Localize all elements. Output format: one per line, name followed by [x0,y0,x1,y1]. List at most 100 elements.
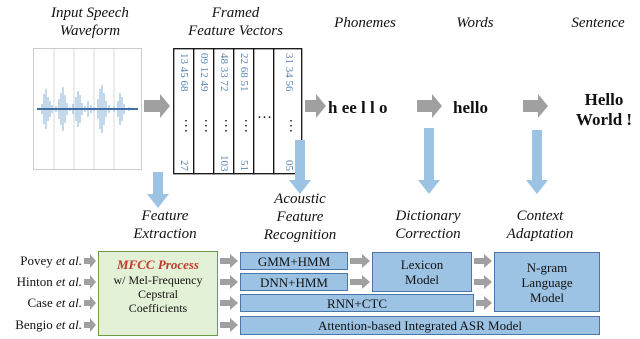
frame-col-2-top: 09 12 49 [198,53,210,92]
waveform-image [33,48,142,170]
stage-sentence-line1: Hello [584,90,624,109]
ngram-language-model-box: N-gram Language Model [494,252,600,312]
frame-col-4: 22 68 51 [238,53,250,92]
step-acoustic-line1: Acoustic [274,191,326,207]
header-words: Words [456,15,494,31]
ngram-line2: Language [521,274,573,290]
step-acoustic-line3: Recognition [263,227,337,243]
frame-ellipsis: … [257,106,272,122]
ngram-line3: Model [530,289,564,305]
frame-col-1-dots: ⋮ [179,119,193,134]
mfcc-process-box: MFCC Process w/ Mel-Frequency Cepstral C… [98,251,218,336]
step-acoustic: Acoustic Feature Recognition [255,190,345,244]
arrow-right-icon [220,296,238,310]
step-dictionary-line1: Dictionary [395,208,461,224]
framed-feature-vectors: 13 45 68 ⋮ 27 09 12 49 ⋮ 48 33 72 ⋮ 103 … [173,48,303,175]
author-hinton: Hinton et al. [0,274,82,290]
stage-sentence-line2: World ! [575,110,633,129]
header-framed: Framed Feature Vectors [168,4,303,40]
frames-border-icon [173,48,303,175]
mfcc-line2: Cepstral [138,287,178,301]
lexicon-line2: Model [405,272,439,287]
stage-words: hello [453,98,488,117]
header-waveform-line1: Input Speech [51,5,129,21]
frame-col-3-bottom: 103 [218,155,230,172]
frame-col-3: 48 33 72 [218,53,230,92]
arrow-right-icon [474,254,492,268]
frame-col-3-top: 48 33 72 [218,53,230,92]
gmm-hmm-box: GMM+HMM [240,252,348,270]
author-name: Povey [20,253,53,268]
mfcc-arrow-icons [220,254,238,332]
step-dictionary: Dictionary Correction [378,207,478,243]
header-phonemes: Phonemes [334,15,396,31]
step-feature-extraction: Feature Extraction [120,207,210,243]
step-feature-extraction-line1: Feature [141,208,189,224]
arrow-right-icon [84,318,96,332]
mfcc-title: MFCC Process [117,257,199,272]
stage-sentence: Hello World ! [570,90,638,130]
arrow-right-icon [144,94,170,118]
ngram-line1: N-gram [526,259,568,275]
frame-col-1: 13 45 68 [178,53,190,92]
arrow-right-icon [474,275,492,289]
step-context: Context Adaptation [495,207,585,243]
waveform-icon [37,49,138,169]
arrow-down-icon [147,172,169,208]
frame-col-4-dots: ⋮ [239,119,253,134]
arrow-right-icon [417,94,442,118]
frame-col-last-bottom: 05 [283,160,295,171]
step-feature-extraction-line2: Extraction [133,226,197,242]
lexicon-model-box: Lexicon Model [372,252,472,292]
arrow-down-icon [289,140,311,194]
arrow-right-icon [523,94,548,118]
author-etal: et al. [56,274,82,289]
rnn-ctc-box: RNN+CTC [240,294,474,312]
author-name: Hinton [16,274,53,289]
mfcc-line3: Coefficients [128,301,188,315]
arrow-right-icon [350,254,370,268]
frame-col-4-bottom: 51 [238,160,250,171]
step-context-line2: Adaptation [506,226,574,242]
author-bengio: Bengio et al. [0,317,82,333]
author-etal: et al. [56,295,82,310]
author-case: Case et al. [0,295,82,311]
model-arrow-icons [350,254,492,310]
frame-col-3-dots: ⋮ [219,119,233,134]
arrow-down-icon [418,128,440,194]
arrow-right-icon [220,318,238,332]
frame-col-last-dots: ⋮ [284,119,298,134]
step-acoustic-line2: Feature [276,209,324,225]
frame-col-1-bottom: 27 [178,160,190,171]
arrow-right-icon [220,275,238,289]
arrow-right-icon [220,254,238,268]
arrow-right-icon [350,275,370,289]
frame-col-last: 31 34 56 [283,53,295,92]
arrow-right-icon [84,254,96,268]
author-name: Bengio [15,317,53,332]
step-dictionary-line2: Correction [395,226,461,242]
arrow-right-icon [476,296,492,310]
header-sentence: Sentence [571,15,625,31]
mfcc-line1: w/ Mel-Frequency [113,273,203,287]
gray-arrow-icons [144,94,548,118]
step-context-line1: Context [516,208,564,224]
lexicon-line1: Lexicon [400,257,444,272]
arrow-right-icon [84,296,96,310]
frame-col-last-top: 31 34 56 [283,53,295,92]
author-etal: et al. [56,253,82,268]
header-waveform: Input Speech Waveform [30,4,150,40]
author-name: Case [27,295,53,310]
author-povey: Povey et al. [0,253,82,269]
dnn-hmm-box: DNN+HMM [240,273,348,291]
arrow-right-icon [305,94,326,118]
arrow-right-icon [84,275,96,289]
frame-col-4-top: 22 68 51 [238,53,250,92]
stage-phonemes: h ee l l o [328,98,388,117]
author-etal: et al. [56,317,82,332]
frame-col-1-top: 13 45 68 [178,53,190,92]
header-framed-line1: Framed [211,5,260,21]
attention-asr-box: Attention-based Integrated ASR Model [240,316,600,335]
frame-col-2: 09 12 49 [198,53,210,92]
